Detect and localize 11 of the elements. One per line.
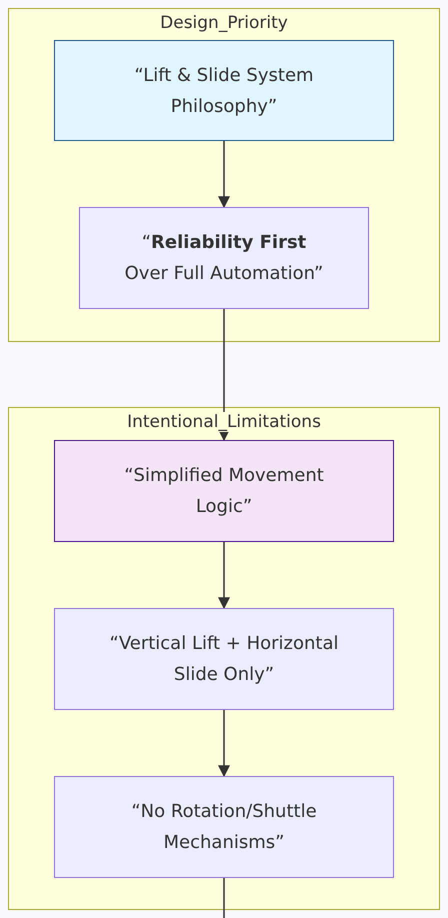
group-container <box>8 8 440 342</box>
arrow <box>218 309 230 442</box>
process-box: “Vertical Lift + Horizontal Slide Only” <box>54 608 394 710</box>
arrow <box>218 542 230 610</box>
process-box: “Simplified Movement Logic” <box>54 440 394 542</box>
arrow <box>218 710 230 778</box>
process-box: “Lift & Slide System Philosophy” <box>54 40 394 141</box>
process-box: “No Rotation/Shuttle Mechanisms” <box>54 776 394 878</box>
group-container <box>8 407 440 910</box>
arrow <box>218 141 230 208</box>
process-box: “Reliability First Over Full Automation” <box>79 207 369 309</box>
